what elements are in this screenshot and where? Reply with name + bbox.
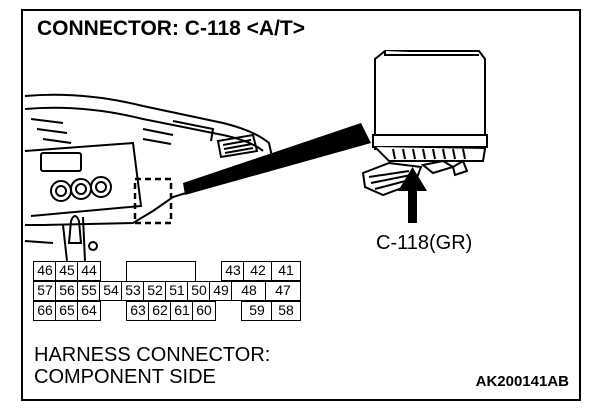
diagram-frame: CONNECTOR: C-118 <A/T> — [21, 9, 581, 401]
pin-cell: 53 — [121, 281, 145, 301]
pin-cell: 43 — [221, 261, 245, 281]
pin-cell: 55 — [77, 281, 101, 301]
pin-cell: 58 — [271, 301, 301, 321]
pin-cell: 50 — [187, 281, 211, 301]
caption-line-2: COMPONENT SIDE — [34, 366, 216, 388]
caption-line-1: HARNESS CONNECTOR: — [34, 344, 271, 366]
pin-cell: 51 — [165, 281, 189, 301]
control-module-drawing — [361, 50, 488, 197]
connector-callout-label: C-118(GR) — [376, 232, 473, 254]
pin-cell: 46 — [33, 261, 57, 281]
pin-cell: 49 — [209, 281, 233, 301]
pin-cell: 52 — [143, 281, 167, 301]
connector-key-blank — [126, 261, 196, 283]
pin-cell: 66 — [33, 301, 57, 321]
pin-cell: 47 — [265, 281, 301, 301]
pin-cell: 62 — [148, 301, 172, 321]
pin-cell: 57 — [33, 281, 57, 301]
pin-cell: 64 — [77, 301, 101, 321]
pin-cell: 65 — [55, 301, 79, 321]
figure-code: AK200141AB — [475, 373, 569, 390]
pin-cell: 54 — [99, 281, 123, 301]
harness-caption: HARNESS CONNECTOR: COMPONENT SIDE — [34, 344, 270, 388]
pin-cell: 42 — [243, 261, 273, 281]
pin-cell: 63 — [126, 301, 150, 321]
pin-cell: 60 — [192, 301, 216, 321]
pin-cell: 59 — [241, 301, 273, 321]
pin-cell: 56 — [55, 281, 79, 301]
pointer-wedge — [183, 123, 371, 195]
pin-cell: 45 — [55, 261, 79, 281]
vehicle-illustration — [24, 50, 488, 262]
pin-cell: 41 — [271, 261, 301, 281]
pin-cell: 61 — [170, 301, 194, 321]
pin-cell: 48 — [231, 281, 267, 301]
pin-cell: 44 — [77, 261, 101, 281]
diagram-title: CONNECTOR: C-118 <A/T> — [37, 17, 306, 40]
arrow-icon — [398, 167, 427, 223]
dashboard-drawing — [24, 93, 275, 262]
